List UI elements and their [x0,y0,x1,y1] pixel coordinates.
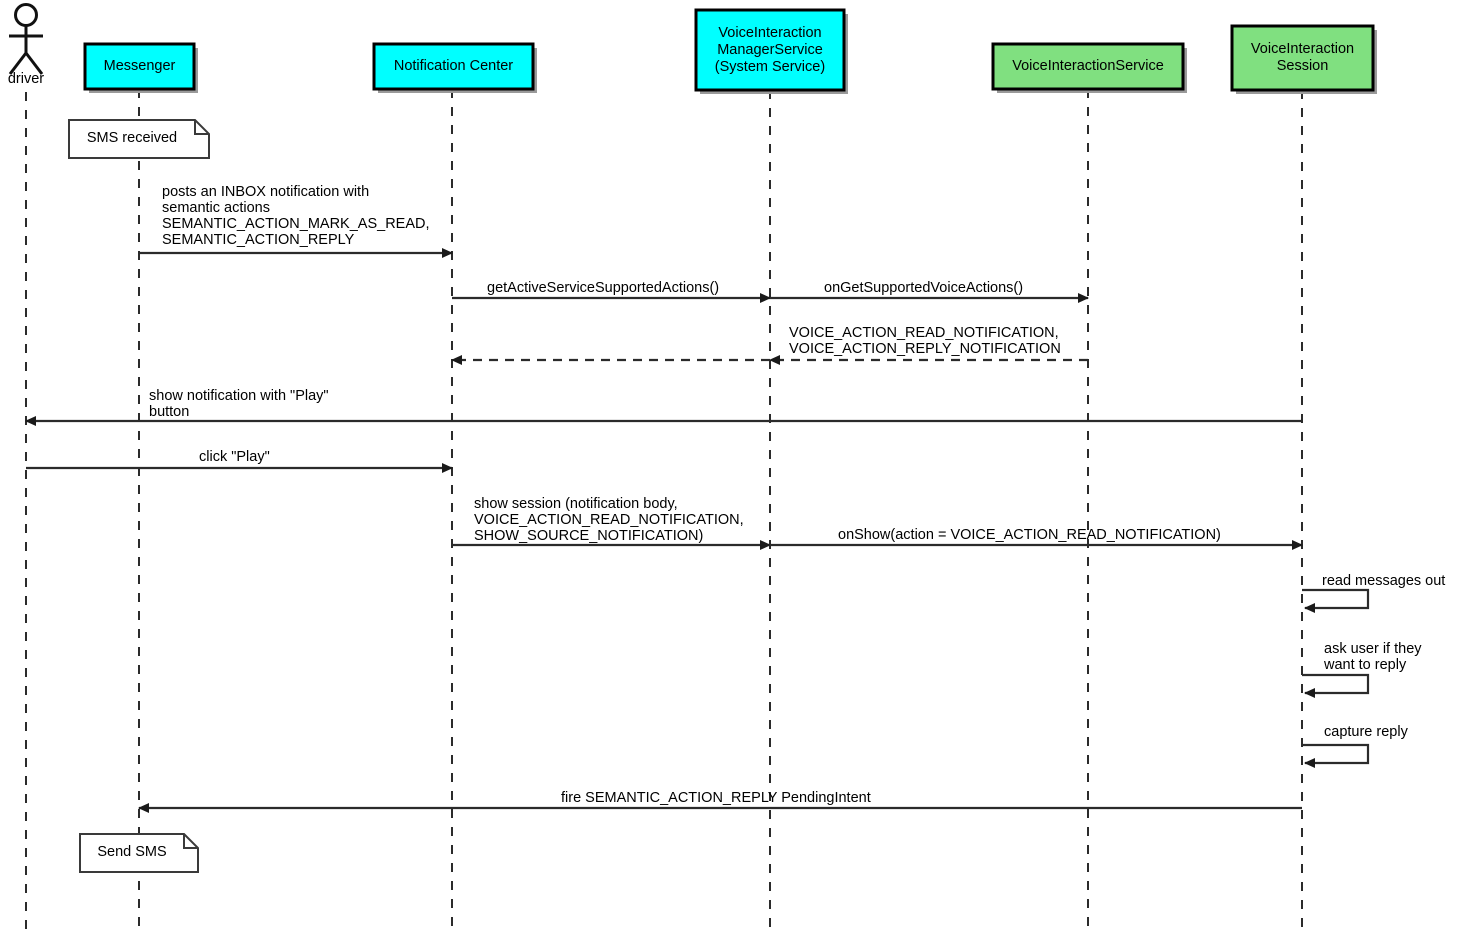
participant-label-voice-interaction-service: VoiceInteractionService [1012,58,1164,74]
participant-box-voice-interaction-service[interactable] [991,42,1185,91]
note-fold-note-sms-received [194,120,209,135]
note-shape-note-sms-received [68,119,210,159]
participant-box-voice-interaction-session[interactable] [1230,24,1375,92]
participant-box-voice-interaction-manager-service[interactable] [694,8,846,92]
actor-leg-right [24,52,44,75]
note-shape-note-send-sms [79,833,199,873]
actor-label: driver [7,71,45,87]
actor-leg-left [8,52,28,75]
self-message-self-read-messages-out[interactable] [1302,588,1370,613]
self-message-self-ask-user-if-reply[interactable] [1302,673,1370,698]
participant-label-voice-interaction-manager-service: VoiceInteraction ManagerService (System … [714,24,826,75]
note-label-note-sms-received: SMS received [86,130,178,146]
participant-label-voice-interaction-session: VoiceInteraction Session [1250,41,1355,74]
note-label-note-send-sms: Send SMS [97,844,167,860]
participant-box-messenger[interactable] [83,42,196,91]
participant-label-notification-center: Notification Center [393,58,514,74]
actor-head-icon [14,3,38,27]
actor-driver [8,3,44,75]
self-message-self-capture-reply[interactable] [1302,743,1370,768]
note-fold-note-send-sms [183,834,198,849]
participant-box-notification-center[interactable] [372,42,535,91]
participant-label-messenger: Messenger [103,58,176,74]
